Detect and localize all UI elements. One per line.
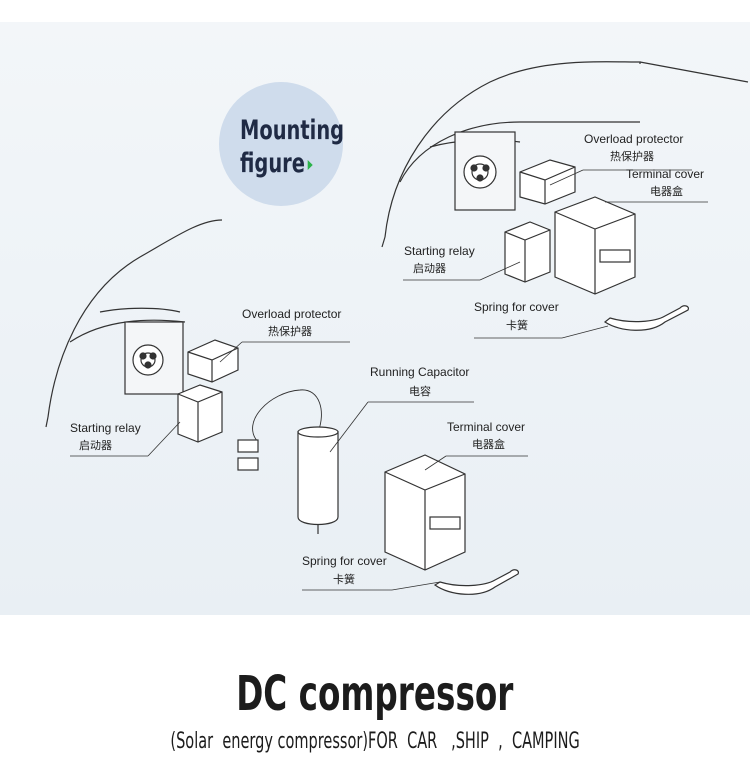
badge-line-1: Mounting [240,115,345,146]
page-subtitle-text: (Solar energy compressor)FOR CAR ,SHIP ,… [170,729,580,754]
top-overload-protector [519,159,576,205]
bottom-overload-protector-cn: 热保护器 [268,326,312,338]
bottom-terminal-cover-label: Terminal cover [447,420,526,434]
top-overload-protector-cn: 热保护器 [610,151,654,163]
mounting-diagram [45,61,749,595]
bottom-compressor-shell [45,219,223,428]
mounting-figure-badge [219,82,343,206]
top-starting-relay-cn: 启动器 [413,263,446,275]
running-capacitor [237,389,339,534]
mounting-figure-panel: Mounting figure Overload protector 热保护器 … [0,22,750,615]
bottom-spring [433,569,519,595]
top-spring-label: Spring for cover [474,300,559,314]
running-capacitor-cn: 电容 [409,386,431,398]
top-spring-cn: 卡簧 [506,320,528,332]
bottom-overload-protector-label: Overload protector [242,307,342,321]
page-title-text: DC compressor [236,666,514,722]
top-starting-relay [504,221,551,283]
running-capacitor-label: Running Capacitor [370,365,470,379]
bottom-starting-relay-label: Starting relay [70,421,141,435]
bottom-terminal-cover [384,454,466,571]
top-terminal-cover-label: Terminal cover [626,167,705,181]
top-terminal-cover [554,196,636,295]
badge-text: Mounting figure [240,114,344,180]
top-overload-protector-label: Overload protector [584,132,684,146]
top-compressor-shell [381,61,749,248]
bottom-starting-relay-cn: 启动器 [79,440,112,452]
bottom-starting-relay [177,384,223,443]
page-title: DC compressor [0,666,750,722]
play-arrow-icon [307,159,313,170]
bottom-overload-protector [187,339,239,383]
badge-line-2-text: figure [240,148,305,179]
top-spring [603,305,689,331]
bottom-terminal-cover-cn: 电器盒 [472,439,505,451]
top-starting-relay-label: Starting relay [404,244,475,258]
bottom-spring-label: Spring for cover [302,554,387,568]
top-terminal-cover-cn: 电器盒 [650,186,683,198]
bottom-spring-cn: 卡簧 [333,574,355,586]
badge-line-2: figure [240,147,344,180]
page-subtitle: (Solar energy compressor)FOR CAR ,SHIP ,… [0,728,750,756]
